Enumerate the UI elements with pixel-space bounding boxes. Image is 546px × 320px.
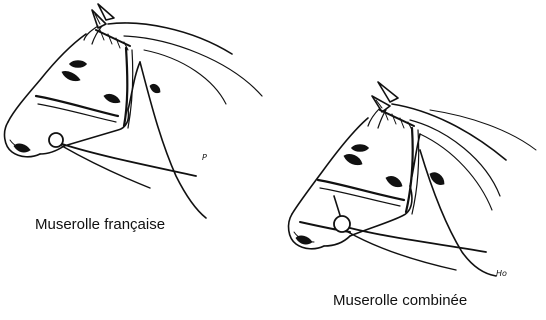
caption-combined-noseband: Muserolle combinée [333,292,467,309]
caption-french-noseband: Muserolle française [35,216,165,233]
horse-head-drawing-1 [5,4,262,218]
artist-mark-2: Ho [496,269,507,278]
horse-head-drawing-2 [289,82,536,276]
artist-mark-1: P [202,153,207,162]
